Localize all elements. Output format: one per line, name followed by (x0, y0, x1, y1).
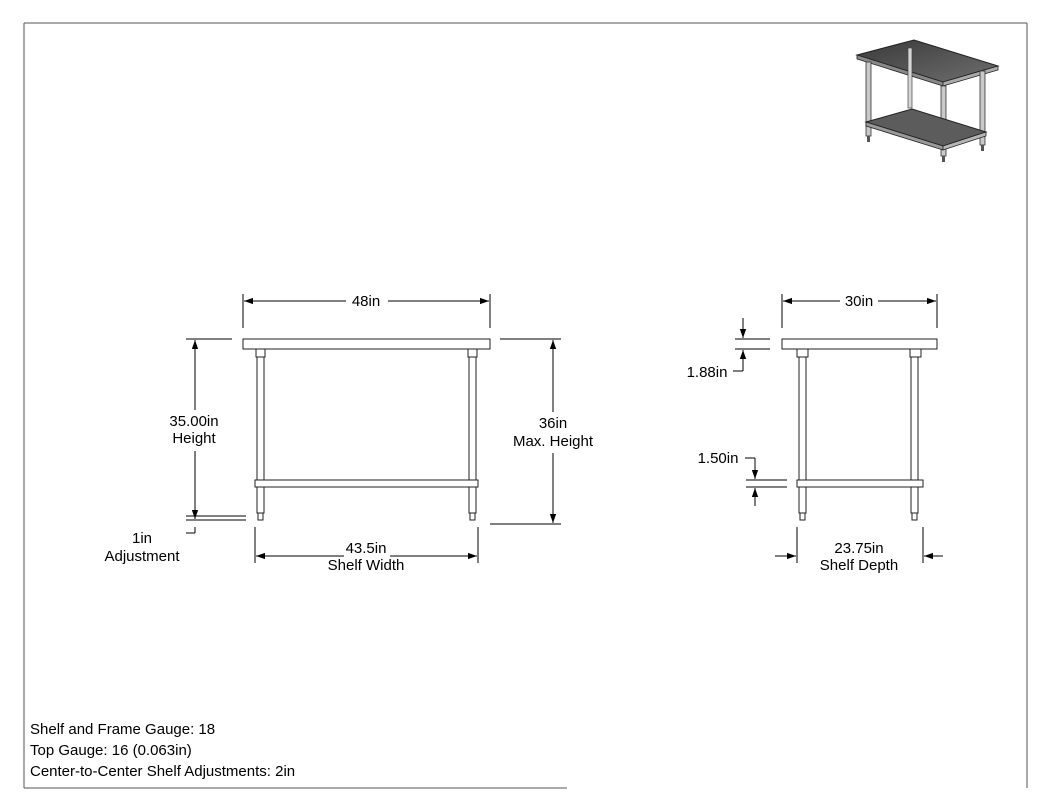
adjustment-caption-label: Adjustment (104, 548, 180, 565)
note-line: Center-to-Center Shelf Adjustments: 2in (30, 763, 296, 780)
max-height-caption-label: Max. Height (513, 433, 594, 450)
shelf-width-caption-label: Shelf Width (328, 557, 405, 574)
height-value-label: 35.00in (169, 413, 218, 430)
max-height-value-label: 36in (539, 415, 567, 432)
top-thickness-label: 1.88in (687, 364, 728, 381)
sheet-border (23, 22, 1028, 789)
shelf-depth-caption-label: Shelf Depth (820, 557, 898, 574)
height-caption-label: Height (172, 430, 216, 447)
side-view-table (781, 338, 938, 521)
front-width-label: 48in (352, 293, 380, 310)
note-line: Shelf and Frame Gauge: 18 (30, 721, 216, 738)
side-depth-label: 30in (845, 293, 873, 310)
shelf-width-value-label: 43.5in (346, 540, 387, 557)
note-line: Top Gauge: 16 (0.063in) (30, 742, 192, 759)
front-view-table (242, 338, 491, 521)
spec-notes: Shelf and Frame Gauge: 18 Top Gauge: 16 … (30, 719, 295, 782)
adjustment-value-label: 1in (132, 530, 152, 547)
shelf-thickness-label: 1.50in (698, 450, 739, 467)
front-view-dimensions (186, 294, 561, 563)
shelf-depth-value-label: 23.75in (834, 540, 883, 557)
side-view-dimensions (733, 294, 943, 563)
isometric-table-icon (855, 39, 1000, 162)
